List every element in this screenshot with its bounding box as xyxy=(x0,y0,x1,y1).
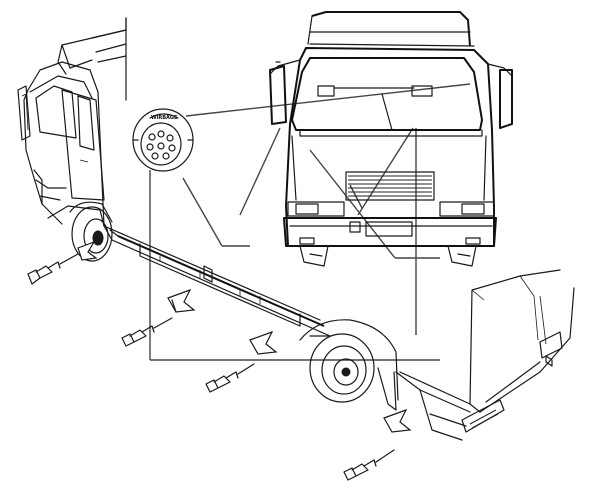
connector-detail: WIRBAGE xyxy=(132,108,194,172)
marker-lamp-1 xyxy=(27,240,98,285)
truck-front-view xyxy=(269,11,513,267)
truck-side-view xyxy=(17,17,575,441)
marker-lamp-2 xyxy=(121,288,196,347)
marker-lamp-4 xyxy=(343,408,412,481)
leader-lines xyxy=(149,83,471,361)
connector-label: WIRBAGE xyxy=(151,115,178,121)
grille-slats xyxy=(348,175,432,197)
marker-lamp-3 xyxy=(205,330,278,393)
